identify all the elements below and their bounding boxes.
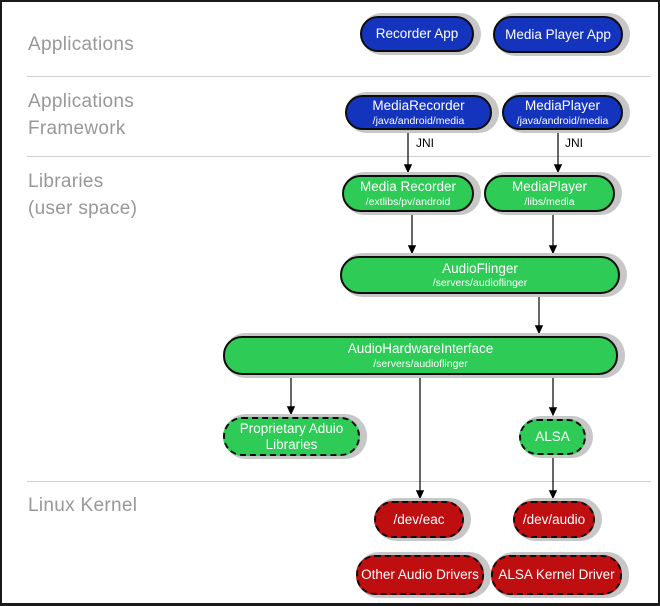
- node-title: MediaRecorder: [372, 98, 465, 114]
- node-title: Other Audio Drivers: [361, 567, 479, 583]
- separator-framework: [27, 156, 651, 157]
- node-dev-eac: /dev/eac: [374, 501, 464, 538]
- node-mediaplayer-framework: MediaPlayer /java/android/media: [502, 95, 623, 130]
- node-title: /dev/eac: [393, 511, 445, 527]
- node-subtitle: /java/android/media: [372, 114, 465, 127]
- node-media-player-app: Media Player App: [493, 16, 623, 53]
- separator-kernel: [27, 481, 651, 482]
- section-label-applications: Applications: [28, 34, 135, 55]
- node-title: ALSA: [535, 429, 570, 445]
- node-dev-audio: /dev/audio: [513, 501, 595, 538]
- node-media-recorder-lib: Media Recorder /extlibs/pv/android: [342, 175, 474, 212]
- section-label-linux-kernel: Linux Kernel: [28, 495, 138, 516]
- node-mediarecorder-framework: MediaRecorder /java/android/media: [345, 95, 492, 130]
- node-proprietary-audio-libraries: Proprietary Aduio Libraries: [223, 417, 360, 456]
- node-subtitle: /libs/media: [524, 195, 575, 208]
- node-subtitle: /java/android/media: [516, 114, 609, 127]
- section-label-libraries: Libraries (user space): [28, 171, 138, 219]
- node-title: Recorder App: [375, 26, 459, 42]
- node-audioflinger: AudioFlinger /servers/audioflinger: [340, 256, 620, 294]
- node-title: Proprietary Aduio Libraries: [239, 420, 344, 452]
- node-subtitle: /extlibs/pv/android: [365, 195, 451, 208]
- node-title: MediaPlayer: [511, 179, 588, 195]
- node-title: AudioHardwareInterface: [347, 341, 494, 357]
- node-alsa: ALSA: [519, 419, 586, 455]
- node-title: Media Recorder: [359, 179, 457, 195]
- jni-label-left: JNI: [416, 136, 434, 150]
- node-title: ALSA Kernel Driver: [498, 567, 615, 583]
- node-subtitle: /servers/audioflinger: [373, 357, 468, 370]
- node-title: /dev/audio: [522, 511, 586, 527]
- node-alsa-kernel-driver: ALSA Kernel Driver: [491, 555, 622, 595]
- node-audio-hardware-interface: AudioHardwareInterface /servers/audiofli…: [223, 336, 618, 375]
- node-title: MediaPlayer: [524, 98, 601, 114]
- node-subtitle: /servers/audioflinger: [432, 277, 528, 290]
- separator-applications: [27, 76, 651, 77]
- node-title: AudioFlinger: [442, 260, 518, 276]
- section-label-applications-framework: Applications Framework: [28, 91, 135, 139]
- node-mediaplayer-lib: MediaPlayer /libs/media: [484, 175, 615, 212]
- node-recorder-app: Recorder App: [360, 16, 474, 52]
- node-other-audio-drivers: Other Audio Drivers: [356, 555, 484, 595]
- node-title: Media Player App: [505, 26, 611, 42]
- jni-label-right: JNI: [565, 136, 583, 150]
